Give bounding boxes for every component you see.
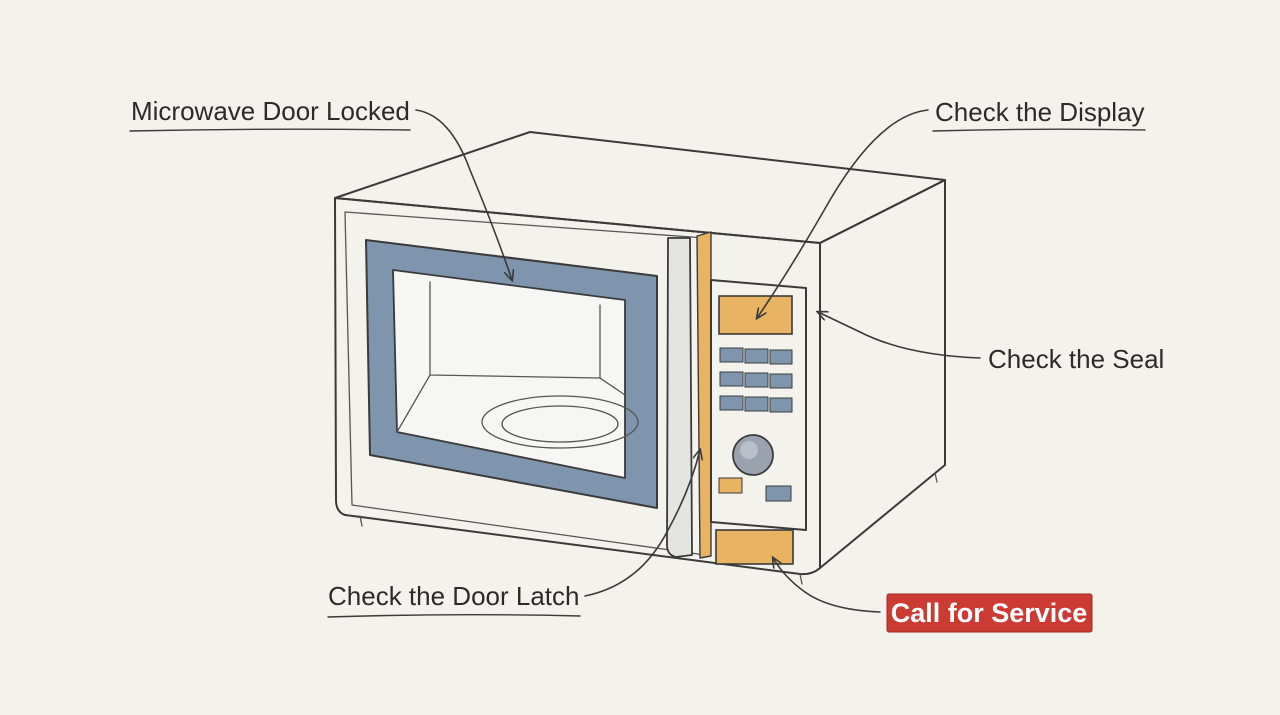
turntable	[481, 395, 639, 449]
arrow-door-latch	[584, 450, 700, 597]
microwave-side	[819, 179, 946, 569]
call-for-service-label: Call for Service	[891, 598, 1088, 628]
display-screen	[718, 295, 793, 335]
callout-seal: Check the Seal	[818, 312, 1164, 374]
door-latch-strip	[696, 231, 712, 559]
arrow-seal	[818, 312, 981, 359]
callout-display: Check the Display	[757, 97, 1146, 318]
callout-door-locked-label: Microwave Door Locked	[131, 96, 410, 126]
call-for-service-badge[interactable]	[886, 593, 1093, 633]
callout-seal-label: Check the Seal	[988, 344, 1164, 374]
arrow-service	[773, 558, 881, 613]
arrow-door-locked	[415, 109, 512, 280]
callout-display-label: Check the Display	[935, 97, 1145, 127]
microwave-illustration	[334, 131, 946, 585]
door-handle	[666, 237, 693, 558]
keypad	[719, 347, 793, 413]
small-orange-button	[718, 477, 743, 494]
callout-service[interactable]: Call for Service	[773, 558, 1093, 633]
door-release-button	[715, 529, 794, 565]
small-blue-button	[765, 485, 792, 502]
arrow-display	[757, 109, 929, 318]
callout-door-latch: Check the Door Latch	[327, 450, 700, 618]
control-panel	[710, 279, 807, 531]
callout-door-latch-label: Check the Door Latch	[328, 581, 579, 611]
callout-door-locked: Microwave Door Locked	[129, 96, 512, 280]
door-glass	[392, 269, 626, 479]
